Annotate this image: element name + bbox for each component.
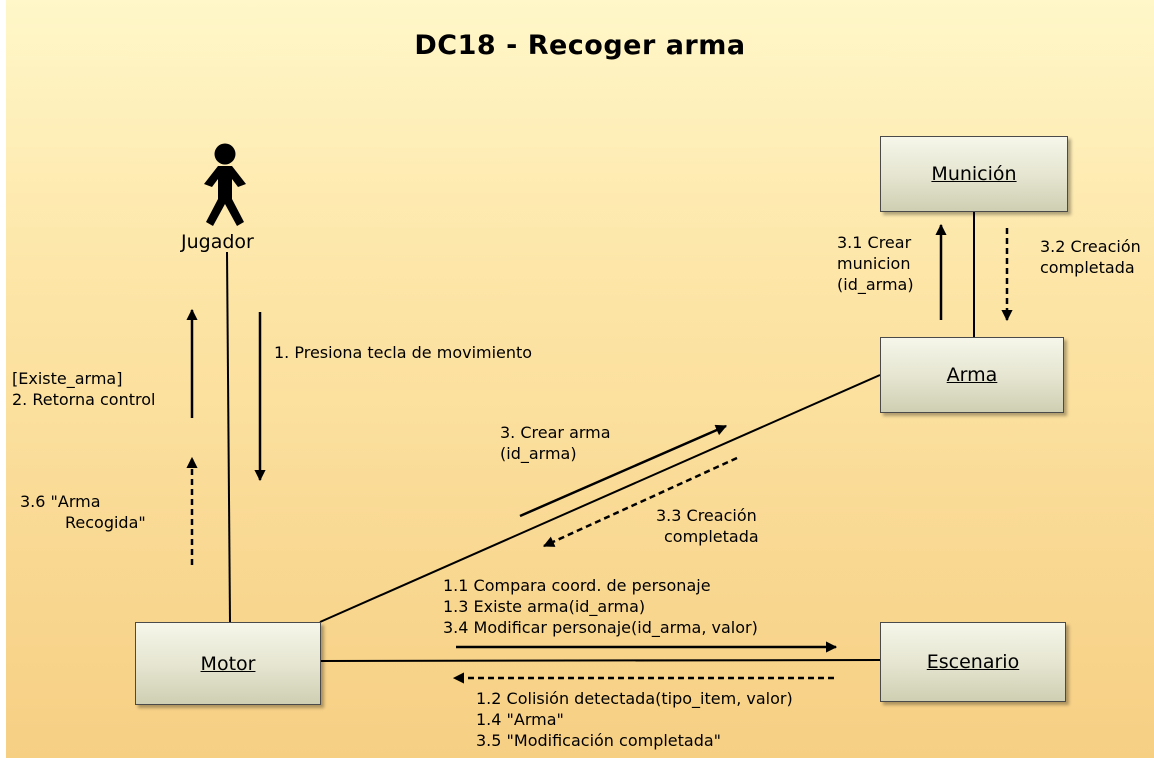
- message-3: 3. Crear arma (id_arma): [500, 423, 611, 463]
- arrow-m3-to-arma: [519, 424, 728, 518]
- actor-label: Jugador: [181, 231, 254, 253]
- message-1: 1. Presiona tecla de movimiento: [274, 343, 533, 362]
- message-3-3: 3.3 Creación completada: [656, 506, 759, 546]
- object-arma-label: Arma: [946, 364, 998, 386]
- actor-figure-icon: [204, 143, 246, 226]
- arrow-m33-to-motor: [542, 456, 738, 548]
- message-2: [Existe_arma] 2. Retorna control: [12, 369, 156, 409]
- message-3-1: 3.1 Crear municion (id_arma): [837, 233, 914, 294]
- messages-motor-to-escenario: 1.1 Compara coord. de personaje 1.3 Exis…: [443, 576, 758, 637]
- diagram-title: DC18 - Recoger arma: [414, 30, 746, 61]
- object-arma: Arma: [880, 337, 1064, 413]
- link-motor-arma: [319, 374, 881, 623]
- link-jugador-motor: [226, 251, 231, 623]
- object-escenario: Escenario: [880, 622, 1066, 702]
- message-3-2: 3.2 Creación completada: [1040, 237, 1141, 277]
- message-3-6: 3.6 "Arma Recogida": [20, 492, 146, 532]
- messages-escenario-to-motor: 1.2 Colisión detectada(tipo_item, valor)…: [476, 689, 793, 750]
- diagram-canvas: DC18 - Recoger arma Munición Arm: [6, 0, 1154, 758]
- object-motor-label: Motor: [200, 652, 256, 675]
- object-municion: Munición: [880, 136, 1068, 212]
- link-motor-escenario: [319, 659, 881, 662]
- object-municion-label: Munición: [931, 163, 1017, 185]
- object-escenario-label: Escenario: [926, 651, 1020, 673]
- diagram-connectors: [186, 143, 1013, 684]
- object-motor: Motor: [135, 622, 321, 705]
